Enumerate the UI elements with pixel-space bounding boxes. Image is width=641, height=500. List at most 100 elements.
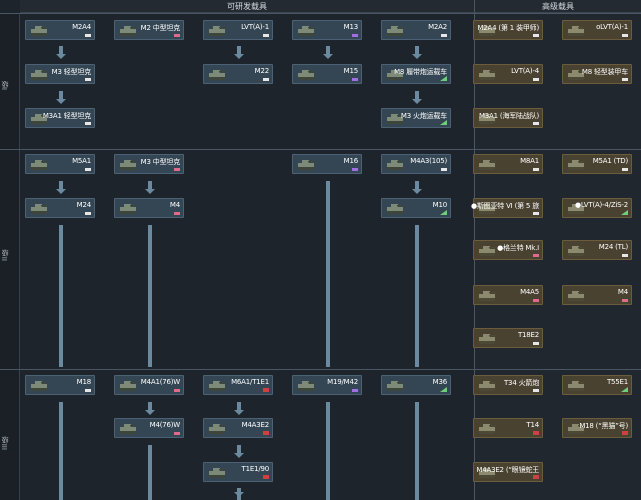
tank-icon <box>385 158 405 171</box>
vehicle-card-p-lvt-a-4[interactable]: LVT(A)-4 <box>473 64 543 84</box>
vehicle-card-p-grant[interactable]: ●格兰特 Mk.I <box>473 240 543 260</box>
vehicle-card-m15[interactable]: M15 <box>292 64 362 84</box>
vehicle-card-p-m5a1-td[interactable]: M5A1 (TD) <box>562 154 632 174</box>
vehicle-card-m4[interactable]: M4 <box>114 198 184 218</box>
vehicle-card-m6a1-t1e1[interactable]: M6A1/T1E1 <box>203 375 273 395</box>
vehicle-card-p-m18-hellcat[interactable]: M18 (“黑猫”号) <box>562 418 632 438</box>
vehicle-card-m4-76w[interactable]: M4(76)W <box>114 418 184 438</box>
vehicle-card-p-tiger-vi[interactable]: ●斯图亚特 VI (第 5 旅 <box>471 198 543 218</box>
arrow <box>234 410 244 415</box>
vehicle-card-p-m8-hmc[interactable]: M8 轻型装甲车 <box>562 64 632 84</box>
tank-icon <box>477 68 497 81</box>
tank-icon <box>296 379 316 392</box>
vehicle-name: M4A1(76)W <box>140 378 180 386</box>
premium-vehicles-header: 高级载具 <box>475 0 641 13</box>
tank-icon <box>118 24 138 37</box>
vehicle-name: M4 <box>169 201 180 209</box>
vehicle-card-p-t14[interactable]: T14 <box>473 418 543 438</box>
arrow <box>234 54 244 59</box>
vehicle-card-p-m4[interactable]: M4 <box>562 285 632 305</box>
link <box>237 402 241 412</box>
tank-icon <box>566 289 586 302</box>
vehicle-name: T34 火箭炮 <box>503 379 539 387</box>
vehicle-name: oLVT(A)-1 <box>596 23 628 31</box>
vehicle-class-icon <box>441 34 447 37</box>
vehicle-card-p-m8a1[interactable]: M8A1 <box>473 154 543 174</box>
vehicle-card-m13[interactable]: M13 <box>292 20 362 40</box>
vehicle-name: M8 轻型装甲车 <box>581 68 628 76</box>
vehicle-card-m18[interactable]: M18 <box>25 375 95 395</box>
vehicle-name: M6A1/T1E1 <box>231 378 269 386</box>
vehicle-card-m24[interactable]: M24 <box>25 198 95 218</box>
vehicle-card-p-t34[interactable]: T34 火箭炮 <box>473 375 543 395</box>
tank-icon <box>296 68 316 81</box>
vehicle-card-p-t18e2[interactable]: T18E2 <box>473 328 543 348</box>
tank-icon <box>566 158 586 171</box>
vehicle-card-p-m3a1-usmc[interactable]: M3A1 (海军陆战队) <box>473 108 543 128</box>
vehicle-card-p-m4a3e2-jumbo[interactable]: M4A3E2 (“眼镜蛇王 <box>473 462 543 482</box>
vehicle-card-p-t55e1[interactable]: T55E1 <box>562 375 632 395</box>
link <box>148 402 152 412</box>
rank-3-label: III级 <box>1 436 9 450</box>
vehicle-card-m36[interactable]: M36 <box>381 375 451 395</box>
vehicle-card-m3-light[interactable]: M3 轻型坦克 <box>25 64 95 84</box>
vehicle-card-p-m24-tl[interactable]: M24 (TL) <box>562 240 632 260</box>
vehicle-card-m2-medium[interactable]: M2 中型坦克 <box>114 20 184 40</box>
tank-icon <box>29 112 49 125</box>
link <box>326 402 330 500</box>
vehicle-class-icon <box>85 78 91 81</box>
tank-icon <box>385 379 405 392</box>
vehicle-card-m3a1-light[interactable]: M3A1 轻型坦克 <box>25 108 95 128</box>
vehicle-name: M18 (“黑猫”号) <box>579 422 628 430</box>
vehicle-class-icon <box>622 34 628 37</box>
vehicle-name: M8 履带炮运载车 <box>394 68 447 76</box>
vehicle-card-m22[interactable]: M22 <box>203 64 273 84</box>
vehicle-name: M4A3E2 <box>241 421 270 429</box>
vehicle-card-m4a3e2[interactable]: M4A3E2 <box>203 418 273 438</box>
tank-icon <box>207 379 227 392</box>
vehicle-card-m2a4[interactable]: M2A4 <box>25 20 95 40</box>
link <box>415 225 419 367</box>
vehicle-class-icon <box>174 212 180 215</box>
vehicle-class-icon <box>533 431 539 435</box>
tank-icon <box>477 112 497 125</box>
arrow <box>145 410 155 415</box>
arrow <box>234 492 244 497</box>
arrow <box>323 54 333 59</box>
vehicle-class-icon <box>440 120 447 125</box>
vehicle-card-p-m4a5[interactable]: M4A5 <box>473 285 543 305</box>
vehicle-card-p-m2a4-first[interactable]: M2A4 (第 1 装甲师) <box>473 20 543 40</box>
tank-icon <box>385 112 405 125</box>
tank-icon <box>29 379 49 392</box>
tank-icon <box>477 332 497 345</box>
tank-icon <box>207 466 227 479</box>
vehicle-class-icon <box>174 432 180 435</box>
rank-divider-1 <box>0 149 641 150</box>
divider <box>0 13 641 14</box>
vehicle-class-icon <box>263 475 269 479</box>
vehicle-class-icon <box>440 210 447 215</box>
vehicle-card-m4a3-105[interactable]: M4A3(105) <box>381 154 451 174</box>
vehicle-card-m19-m42[interactable]: M19/M42 <box>292 375 362 395</box>
vehicle-card-m2a2[interactable]: M2A2 <box>381 20 451 40</box>
vehicle-class-icon <box>622 254 628 257</box>
vehicle-name: M4A5 <box>520 288 539 296</box>
vehicle-card-m3-medium[interactable]: M3 中型坦克 <box>114 154 184 174</box>
vehicle-card-m3-gmc[interactable]: M3 火炮运载车 <box>381 108 451 128</box>
tank-icon <box>29 158 49 171</box>
vehicle-card-m16[interactable]: M16 <box>292 154 362 174</box>
vehicle-class-icon <box>352 389 358 392</box>
vehicle-card-m4a1-76w[interactable]: M4A1(76)W <box>114 375 184 395</box>
vehicle-class-icon <box>533 34 539 37</box>
vehicle-card-m10[interactable]: M10 <box>381 198 451 218</box>
vehicle-card-t1e1-90[interactable]: T1E1/90 <box>203 462 273 482</box>
vehicle-card-p-lvt-zis[interactable]: ●LVT(A)-4/ZiS-2 <box>562 198 632 218</box>
vehicle-card-m8-gmc[interactable]: M8 履带炮运载车 <box>381 64 451 84</box>
link <box>148 181 152 191</box>
link <box>237 445 241 455</box>
vehicle-card-m5a1[interactable]: M5A1 <box>25 154 95 174</box>
vehicle-card-p-lvt-a-1[interactable]: oLVT(A)-1 <box>562 20 632 40</box>
tank-icon <box>296 158 316 171</box>
rank-1-label: I级 <box>1 80 9 90</box>
vehicle-card-lvt-a-1[interactable]: LVT(A)-1 <box>203 20 273 40</box>
